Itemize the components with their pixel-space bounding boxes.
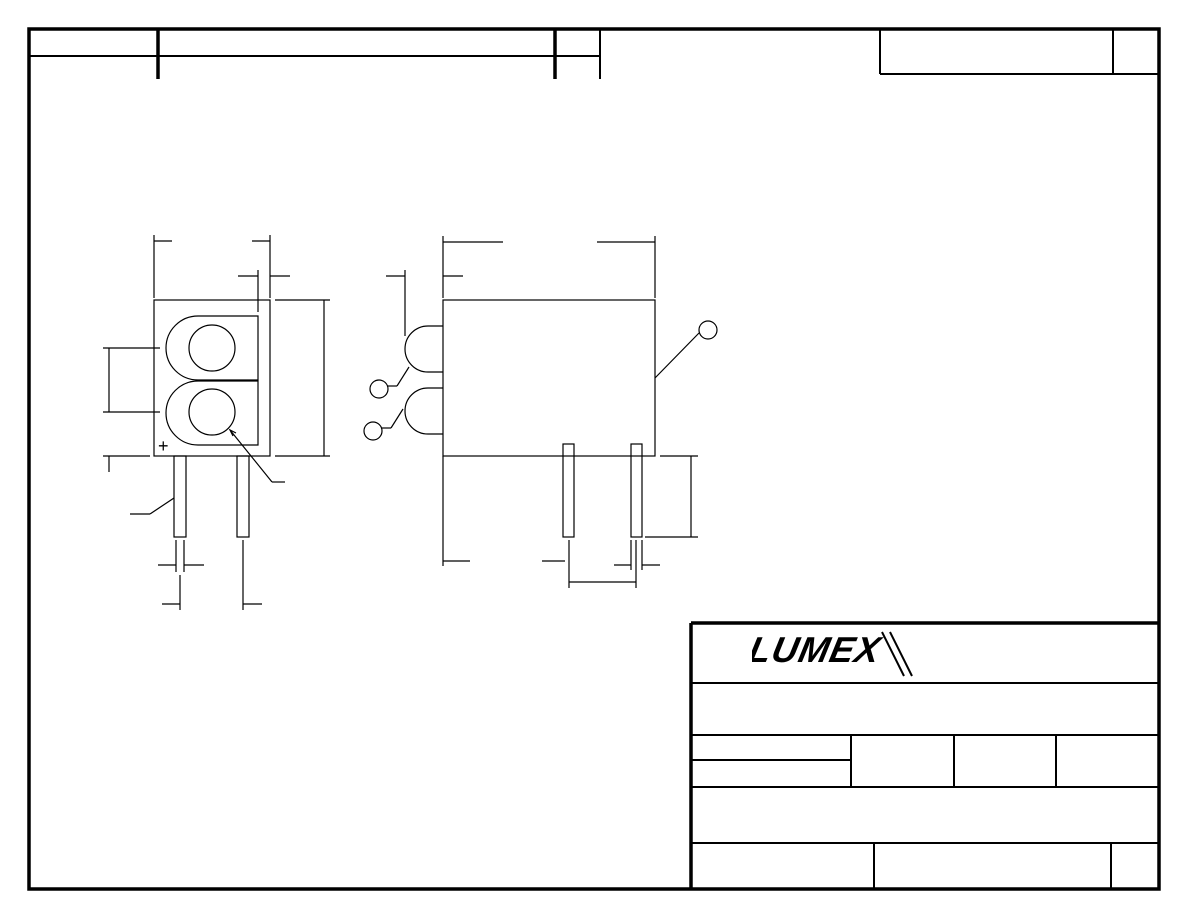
title-block — [689, 621, 1159, 889]
revision-block — [29, 29, 601, 79]
balloon-2 — [369, 379, 389, 399]
polarity-plus-marker: + — [158, 436, 169, 456]
front-lead-right — [236, 455, 250, 538]
lumex-logo-icon: LUMEX — [752, 628, 922, 682]
drawing-number-box — [879, 29, 1159, 75]
side-housing — [442, 299, 656, 457]
upper-led-slot — [165, 315, 259, 381]
side-view — [363, 236, 718, 588]
side-lead-left — [562, 443, 575, 538]
svg-text:LUMEX: LUMEX — [752, 629, 886, 670]
upper-dome — [404, 325, 443, 373]
upper-led-lens — [188, 324, 236, 372]
balloon-1 — [698, 320, 718, 340]
lower-dome — [404, 387, 443, 435]
drawing-border — [27, 27, 1161, 891]
front-view: + — [103, 235, 330, 610]
lower-led-lens — [188, 388, 236, 436]
lower-led-slot — [165, 380, 259, 446]
balloon-3 — [363, 421, 383, 441]
front-housing — [153, 299, 271, 457]
side-lead-right — [630, 443, 643, 538]
front-lead-left — [173, 455, 187, 538]
